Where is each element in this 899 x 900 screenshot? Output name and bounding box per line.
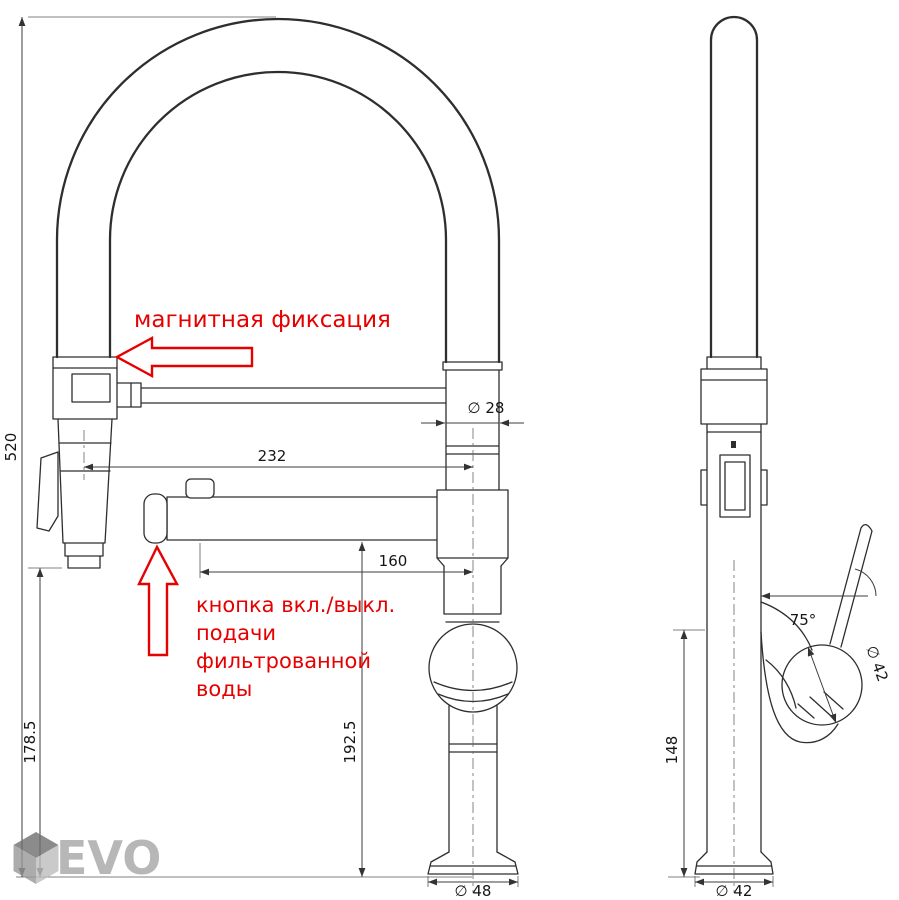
side-column bbox=[709, 15, 759, 359]
dim-spray-head-height: 178.5 bbox=[21, 567, 62, 877]
dim-base-diameter-side: ∅ 42 bbox=[694, 876, 774, 900]
riser-column bbox=[442, 361, 503, 489]
dim-handle-angle: 75° bbox=[761, 568, 877, 629]
lower-column bbox=[448, 705, 498, 853]
magnetic-fixation-label: магнитная фиксация bbox=[134, 307, 391, 333]
spout-end-cap bbox=[143, 493, 168, 544]
side-handle-lever bbox=[829, 524, 873, 648]
faucet-body-and-spout bbox=[166, 487, 509, 567]
dim-spout-height-label: 192.5 bbox=[341, 721, 359, 764]
side-handle-hatching bbox=[797, 691, 844, 719]
dim-total-height-ext bbox=[16, 16, 472, 878]
filter-button-label-line2: подачи bbox=[196, 621, 276, 645]
dim-body-height-side-label: 148 bbox=[663, 736, 681, 765]
dim-filter-outlet-offset: 160 bbox=[199, 543, 473, 578]
dim-base-diameter-front-label: ∅ 48 bbox=[455, 882, 492, 900]
watermark-hexagon-logo-icon bbox=[13, 832, 59, 884]
front-view bbox=[36, 17, 519, 893]
side-view bbox=[694, 15, 873, 893]
filter-button-label-line4: воды bbox=[196, 677, 252, 701]
dim-spout-reach-label: 232 bbox=[258, 447, 287, 465]
dimensions: 520 178.5 192.5 232 160 ∅ 28 bbox=[2, 16, 892, 900]
dim-handle-diameter: ∅ 42 bbox=[807, 643, 892, 724]
dim-pipe-diameter-label: ∅ 28 bbox=[468, 399, 505, 417]
dim-spout-reach: 232 bbox=[84, 447, 473, 471]
spray-head bbox=[57, 418, 113, 569]
body-neck bbox=[443, 565, 502, 623]
watermark-text: EVO bbox=[56, 831, 161, 885]
magnetic-holder bbox=[52, 356, 447, 420]
spring-hose-arc bbox=[55, 17, 501, 364]
dim-pipe-diameter: ∅ 28 bbox=[421, 399, 524, 427]
annotation-filter-button: кнопка вкл./выкл. подачи фильтрованной в… bbox=[137, 544, 395, 701]
centerline-front bbox=[83, 428, 474, 893]
dim-base-diameter-side-label: ∅ 42 bbox=[716, 882, 753, 900]
spray-head-lever bbox=[36, 451, 59, 532]
filter-button-label-line3: фильтрованной bbox=[196, 649, 371, 673]
dim-spray-head-height-label: 178.5 bbox=[21, 721, 39, 764]
side-handle-ball bbox=[781, 644, 863, 726]
dim-spout-height: 192.5 bbox=[341, 542, 366, 877]
dim-filter-outlet-offset-label: 160 bbox=[379, 552, 408, 570]
dim-base-diameter-front: ∅ 48 bbox=[427, 876, 519, 900]
dim-handle-angle-arc bbox=[854, 568, 877, 597]
side-handle-cone bbox=[760, 601, 839, 744]
annotations: магнитная фиксация кнопка вкл./выкл. под… bbox=[114, 307, 395, 701]
dim-handle-angle-label: 75° bbox=[790, 611, 817, 629]
dim-total-height-label: 520 bbox=[2, 433, 20, 462]
side-button-inner bbox=[724, 461, 746, 511]
dim-body-height-side: 148 bbox=[663, 629, 705, 878]
magnetic-fixation-arrow-icon bbox=[114, 335, 254, 379]
side-button-dot bbox=[731, 441, 736, 448]
dim-handle-diameter-line bbox=[807, 646, 837, 724]
filter-button-arrow-icon bbox=[137, 544, 180, 657]
side-button-outer bbox=[719, 454, 751, 518]
annotation-magnetic-fixation: магнитная фиксация bbox=[114, 307, 391, 379]
filter-button-label-line1: кнопка вкл./выкл. bbox=[196, 593, 395, 617]
watermark: EVO bbox=[13, 831, 161, 885]
filter-water-button bbox=[185, 478, 215, 499]
dim-handle-diameter-label: ∅ 42 bbox=[862, 643, 892, 684]
side-collar bbox=[700, 356, 768, 425]
handle-sphere bbox=[428, 623, 518, 713]
dim-total-height: 520 bbox=[2, 16, 472, 878]
